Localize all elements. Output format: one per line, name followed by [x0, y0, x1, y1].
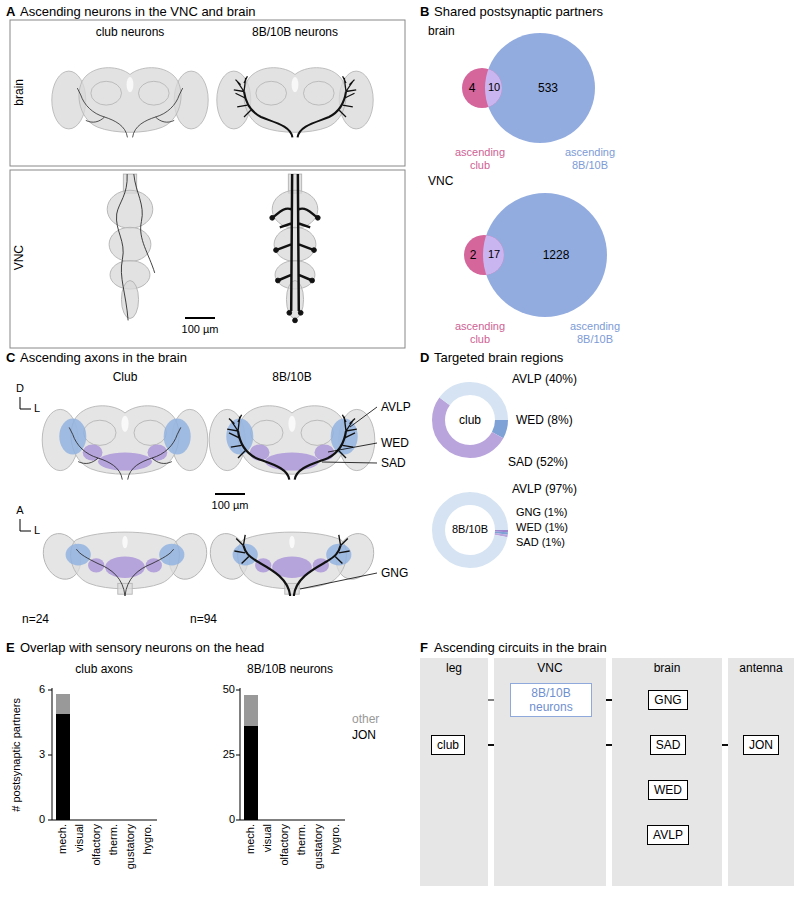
chart-title: club axons: [75, 662, 132, 676]
column-band: brainGNG SAD WED AVLP: [612, 658, 722, 886]
column-header: antenna: [728, 661, 794, 675]
category-label: gustatory: [312, 824, 325, 869]
column-header: Club: [113, 370, 138, 384]
category-label: olfactory: [278, 824, 291, 866]
column-header: VNC: [494, 661, 606, 675]
legend-text: other: [352, 712, 379, 726]
box-text: JON: [749, 738, 773, 752]
panel-letter: B: [420, 4, 429, 20]
panel-title: Ascending circuits in the brain: [434, 640, 607, 656]
venn-count: 17: [488, 248, 500, 261]
category-label: hygro.: [141, 824, 154, 855]
box-text: SAD: [656, 738, 681, 752]
slice-label: WED (1%): [516, 521, 568, 534]
panel-title: Overlap with sensory neurons on the head: [20, 640, 264, 656]
column-header: leg: [420, 661, 488, 675]
axis-label: A: [16, 504, 23, 517]
category-label: olfactory: [90, 824, 103, 866]
category-label: therm.: [107, 824, 120, 855]
slice-label: AVLP (40%): [512, 372, 577, 386]
box-text: club: [437, 738, 459, 752]
column-header: 8B/10B: [272, 370, 311, 384]
donut-center: club: [459, 413, 481, 427]
region-label: WED: [381, 436, 409, 450]
count-label: n=94: [190, 612, 217, 626]
slice-label: SAD (52%): [508, 455, 568, 469]
venn-count: 4: [469, 81, 476, 95]
scale-label: 100 µm: [212, 499, 249, 512]
chart-title: 8B/10B neurons: [247, 662, 333, 676]
box-text: 8B/10B neurons: [516, 686, 586, 715]
row-label: brain: [12, 79, 26, 106]
venn-set-label: ascending 8B/10B: [558, 146, 622, 172]
process-box: SAD: [650, 735, 687, 755]
category-label: gustatory: [124, 824, 137, 869]
panel-letter: E: [6, 640, 15, 656]
venn-count: 533: [538, 81, 558, 95]
column-header: 8B/10B neurons: [252, 25, 338, 39]
slice-label: GNG (1%): [516, 506, 567, 519]
category-label: mech.: [244, 824, 257, 854]
donut-center: 8B/10B: [452, 523, 488, 536]
tick-label: 50: [223, 683, 235, 696]
tick-label: 0: [39, 813, 45, 826]
process-box: JON: [743, 735, 779, 755]
axis-label: L: [34, 524, 40, 537]
tick-label: 6: [39, 683, 45, 696]
column-header: brain: [612, 661, 722, 675]
venn-heading: brain: [428, 24, 455, 38]
venn-set-label: ascending 8B/10B: [563, 320, 627, 346]
category-label: therm.: [295, 824, 308, 855]
process-box: 8B/10B neurons: [510, 683, 592, 718]
column-header: club neurons: [96, 25, 165, 39]
panel-letter: D: [420, 350, 429, 366]
tick-label: 3: [39, 748, 45, 761]
process-box: WED: [648, 780, 688, 800]
legend-entry: other: [352, 712, 379, 726]
venn-count: 10: [488, 81, 500, 94]
axis-label: D: [16, 382, 24, 395]
column-band: antennaJON: [728, 658, 794, 886]
slice-label: WED (8%): [516, 413, 573, 427]
panel-title: Ascending neurons in the VNC and brain: [20, 4, 256, 20]
venn-set-label: ascending club: [448, 320, 512, 346]
panel-title: Ascending axons in the brain: [20, 350, 187, 366]
legend-text: JON: [352, 728, 376, 742]
column-band: VNC 8B/10B neurons: [494, 658, 606, 886]
venn-count: 2: [470, 248, 477, 262]
region-label: SAD: [381, 456, 406, 470]
venn-heading: VNC: [428, 174, 453, 188]
box-text: GNG: [654, 693, 681, 707]
region-label: AVLP: [381, 400, 411, 414]
process-box: AVLP: [647, 825, 689, 845]
slice-label: AVLP (97%): [512, 482, 577, 496]
axis-title: # postsynaptic partners: [10, 698, 23, 812]
tick-label: 25: [223, 748, 235, 761]
category-label: visual: [261, 824, 274, 852]
category-label: hygro.: [329, 824, 342, 855]
venn-set-label: ascending club: [448, 146, 512, 172]
panel-title: Shared postsynaptic partners: [434, 4, 603, 20]
box-text: AVLP: [653, 828, 683, 842]
panel-title: Targeted brain regions: [434, 350, 563, 366]
legend-entry: JON: [352, 728, 376, 742]
row-label: VNC: [12, 245, 26, 270]
region-label: GNG: [381, 566, 408, 580]
box-text: WED: [654, 783, 682, 797]
process-box: club: [431, 735, 465, 755]
count-label: n=24: [22, 612, 49, 626]
axis-label: L: [34, 402, 40, 415]
process-box: GNG: [648, 690, 687, 710]
panel-letter: C: [6, 350, 15, 366]
tick-label: 0: [229, 813, 235, 826]
scale-label: 100 µm: [182, 323, 219, 336]
column-band: leg club: [420, 658, 488, 886]
panel-letter: A: [6, 4, 15, 20]
category-label: visual: [73, 824, 86, 852]
panel-letter: F: [420, 640, 428, 656]
category-label: mech.: [56, 824, 69, 854]
slice-label: SAD (1%): [516, 536, 565, 549]
venn-count: 1228: [543, 248, 570, 262]
